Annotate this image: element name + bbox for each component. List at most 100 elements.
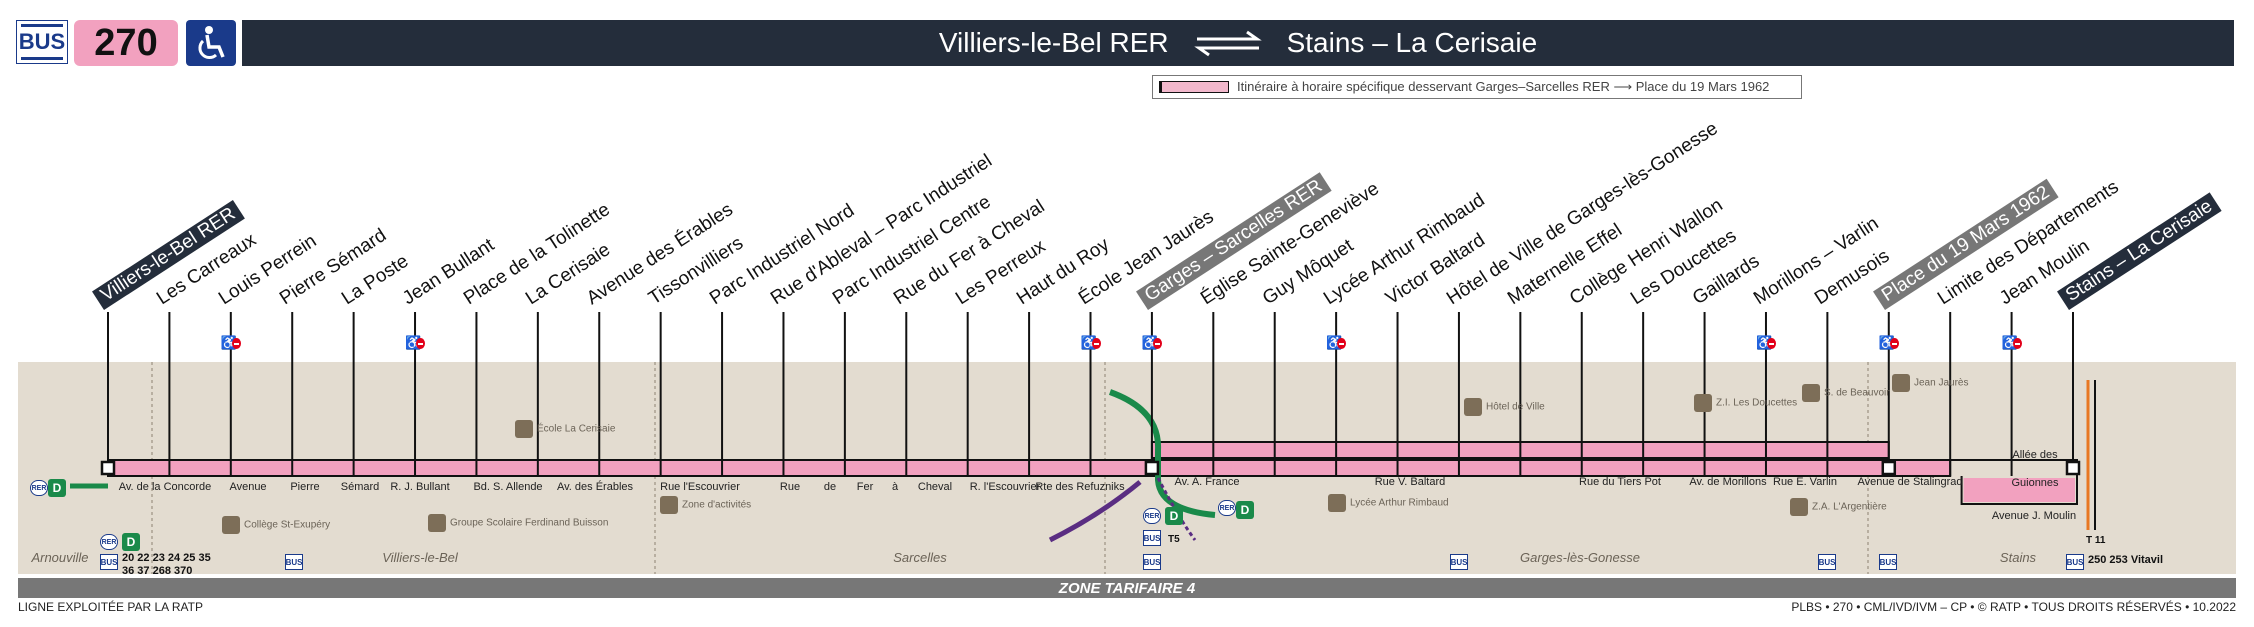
bus-icon: BUS bbox=[285, 554, 303, 570]
poi-jean-jaures: Jean Jaurès bbox=[1892, 374, 1968, 392]
rer-icon: RER bbox=[1143, 508, 1161, 524]
route-loop-fill bbox=[1963, 478, 2075, 502]
wheelchair-icon: ♿ bbox=[220, 335, 237, 350]
line-number-badge: 270 bbox=[74, 20, 178, 66]
factory-icon bbox=[660, 496, 678, 514]
stains-connections: 250 253 Vitavil bbox=[2088, 554, 2164, 566]
street-name: Sémard bbox=[340, 481, 380, 493]
rer-icon: RER bbox=[1218, 500, 1236, 516]
town-hall-icon bbox=[1464, 398, 1482, 416]
school-icon bbox=[1328, 494, 1346, 512]
stadium-icon bbox=[1892, 374, 1910, 392]
poi-s-de-beauvoir: S. de Beauvoir bbox=[1802, 384, 1890, 402]
tram-t1-line bbox=[1048, 480, 1142, 543]
town-garges: Garges-lès-Gonesse bbox=[1520, 550, 1640, 565]
wheelchair-icon: ♿ bbox=[1755, 335, 1773, 350]
destination-title: Stains – La Cerisaie bbox=[1286, 27, 1538, 58]
rer-d-icon: D bbox=[48, 479, 66, 497]
no-entry-icon bbox=[416, 337, 426, 349]
poi-za-argentiere: Z.A. L'Argentière bbox=[1790, 498, 1887, 516]
street-name: Allée des bbox=[2012, 449, 2058, 461]
street-name: Avenue J. Moulin bbox=[1991, 510, 2077, 522]
street-name: à bbox=[891, 481, 899, 493]
street-name: Rue du Tiers Pot bbox=[1579, 476, 1661, 488]
town-stains: Stains bbox=[1999, 550, 2037, 565]
bus-icon: BUS bbox=[2066, 554, 2084, 570]
town-sarcelles: Sarcelles bbox=[893, 550, 947, 565]
no-entry-icon bbox=[1091, 337, 1101, 349]
poi-zone-activites: Zone d'activités bbox=[660, 496, 751, 514]
street-name: Rue l'Escouvrier bbox=[660, 481, 740, 493]
school-icon bbox=[222, 516, 240, 534]
tram-t5-line bbox=[1156, 477, 1197, 541]
street-name: Avenue bbox=[229, 481, 267, 493]
wheelchair-icon: ♿ bbox=[1878, 335, 1895, 350]
rer-d-icon: D bbox=[1165, 507, 1183, 525]
rer-icon: RER bbox=[30, 480, 48, 496]
street-name: Av. de Morillons bbox=[1689, 476, 1767, 488]
wheelchair-accessible-icon bbox=[186, 20, 236, 66]
wheelchair-icon: ♿ bbox=[1326, 335, 1343, 350]
wheelchair-icon: ♿ bbox=[1141, 335, 1159, 350]
copyright-footer: PLBS • 270 • CML/IVD/IVM – CP • © RATP •… bbox=[1791, 600, 2236, 614]
poi-hotel-de-ville: Hôtel de Ville bbox=[1464, 398, 1545, 416]
poi-zi-doucettes: Z.I. Les Doucettes bbox=[1694, 394, 1797, 412]
stop-marker-terminus bbox=[100, 460, 116, 476]
route-title-bar: Villiers-le-Bel RER Stains – La Cerisaie bbox=[242, 20, 2234, 66]
no-entry-icon bbox=[231, 337, 241, 349]
street-name: Guionnes bbox=[2011, 477, 2059, 489]
no-wheelchair-access-icon: ♿ bbox=[2002, 334, 2022, 352]
wheelchair-icon: ♿ bbox=[405, 335, 422, 350]
no-wheelchair-access-icon: ♿ bbox=[1142, 334, 1162, 352]
town-villiers-le-bel: Villiers-le-Bel bbox=[382, 550, 458, 565]
villiers-connections: 20 22 23 24 25 35 36 37 268 370 bbox=[122, 552, 211, 577]
town-arnouville: Arnouville bbox=[31, 550, 89, 565]
no-entry-icon bbox=[1152, 337, 1162, 349]
wheelchair-icon: ♿ bbox=[1080, 335, 1097, 350]
school-icon bbox=[1802, 384, 1820, 402]
tram-t5-label: T5 bbox=[1168, 534, 1180, 545]
street-name: de bbox=[823, 481, 837, 493]
poi-ecole-la-cerisaie: École La Cerisaie bbox=[515, 420, 615, 438]
street-name: Pierre bbox=[290, 481, 320, 493]
no-wheelchair-access-icon: ♿ bbox=[1326, 334, 1347, 352]
legend-text: Itinéraire à horaire spécifique desserva… bbox=[1237, 79, 1770, 94]
origin-title: Villiers-le-Bel RER bbox=[938, 27, 1169, 58]
street-name: R. J. Bullant bbox=[390, 481, 450, 493]
rer-icon: RER bbox=[100, 534, 118, 550]
rer-d-line bbox=[1108, 389, 1216, 518]
street-name: Rue E. Varlin bbox=[1773, 476, 1837, 488]
street-name: Av. des Érables bbox=[556, 481, 634, 493]
school-icon bbox=[515, 420, 533, 438]
street-name: Rue V. Baltard bbox=[1374, 476, 1446, 488]
street-name: Avenue de Stalingrad bbox=[1857, 476, 1963, 488]
legend-swatch bbox=[1159, 81, 1229, 93]
no-entry-icon bbox=[2012, 337, 2022, 349]
street-name: Rue bbox=[779, 481, 801, 493]
operator-footer: LIGNE EXPLOITÉE PAR LA RATP bbox=[18, 600, 203, 614]
stop-marker-terminus bbox=[1144, 460, 1160, 476]
legend: Itinéraire à horaire spécifique desserva… bbox=[1152, 75, 1802, 99]
bus-icon: BUS bbox=[1450, 554, 1468, 570]
poi-lycee-rimbaud: Lycée Arthur Rimbaud bbox=[1328, 494, 1449, 512]
bus-icon: BUS bbox=[100, 554, 118, 570]
rer-d-icon: D bbox=[1236, 501, 1254, 519]
poi-groupe-scolaire: Groupe Scolaire Ferdinand Buisson bbox=[428, 514, 608, 532]
street-name: Bd. S. Allende bbox=[473, 481, 543, 493]
factory-icon bbox=[1694, 394, 1712, 412]
no-entry-icon bbox=[1889, 337, 1899, 349]
bus-icon: BUS bbox=[1143, 554, 1161, 570]
no-wheelchair-access-icon: ♿ bbox=[1879, 334, 1899, 352]
poi-college-st-exupery: Collège St-Exupéry bbox=[222, 516, 330, 534]
tram-t11-label: T 11 bbox=[2086, 535, 2106, 546]
bus-icon: BUS bbox=[1143, 530, 1161, 546]
rer-d-icon: D bbox=[122, 533, 140, 551]
no-wheelchair-access-icon: ♿ bbox=[221, 334, 241, 352]
street-name: Av. A. France bbox=[1174, 476, 1240, 488]
no-entry-icon bbox=[1766, 337, 1776, 349]
street-name: Cheval bbox=[917, 481, 953, 493]
stop-marker-terminus bbox=[1881, 460, 1897, 476]
route-loop bbox=[1950, 459, 2078, 505]
no-wheelchair-access-icon: ♿ bbox=[405, 334, 426, 352]
